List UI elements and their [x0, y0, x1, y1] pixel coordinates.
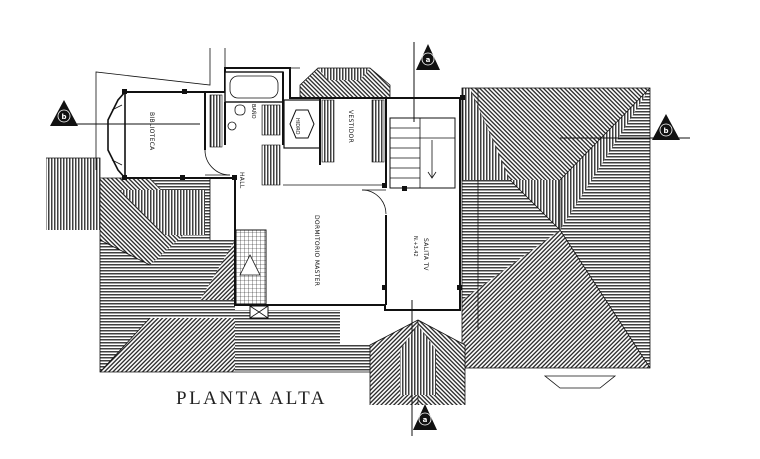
marker-bottom-label: a [423, 416, 428, 424]
label-biblioteca: BIBLIOTECA [148, 112, 155, 151]
section-marker-bottom: a [413, 404, 437, 430]
label-vestidor: VESTIDOR [347, 110, 354, 143]
label-dormitorio-master: DORMITORIO MASTER [313, 215, 320, 286]
bottom-center-roof [369, 319, 466, 405]
section-marker-top: a [416, 44, 440, 70]
section-marker-left: b [50, 100, 78, 126]
right-roof [461, 87, 651, 389]
label-bano: BAÑO [250, 104, 257, 119]
interior-walls [95, 48, 465, 319]
marker-top-label: a [426, 56, 431, 64]
section-marker-right: b [652, 114, 680, 140]
label-hall: HALL [238, 172, 245, 189]
label-level: N.+3.42 [412, 236, 418, 257]
left-roof [46, 157, 385, 373]
label-salita-tv: SALITA TV [422, 238, 429, 271]
top-center-roof [299, 67, 391, 98]
staircase [389, 117, 456, 189]
marker-right-label: b [663, 127, 668, 135]
label-hidro: HIDRO [294, 118, 300, 135]
drawing-title: PLANTA ALTA [176, 388, 327, 409]
marker-left-label: b [61, 113, 66, 121]
